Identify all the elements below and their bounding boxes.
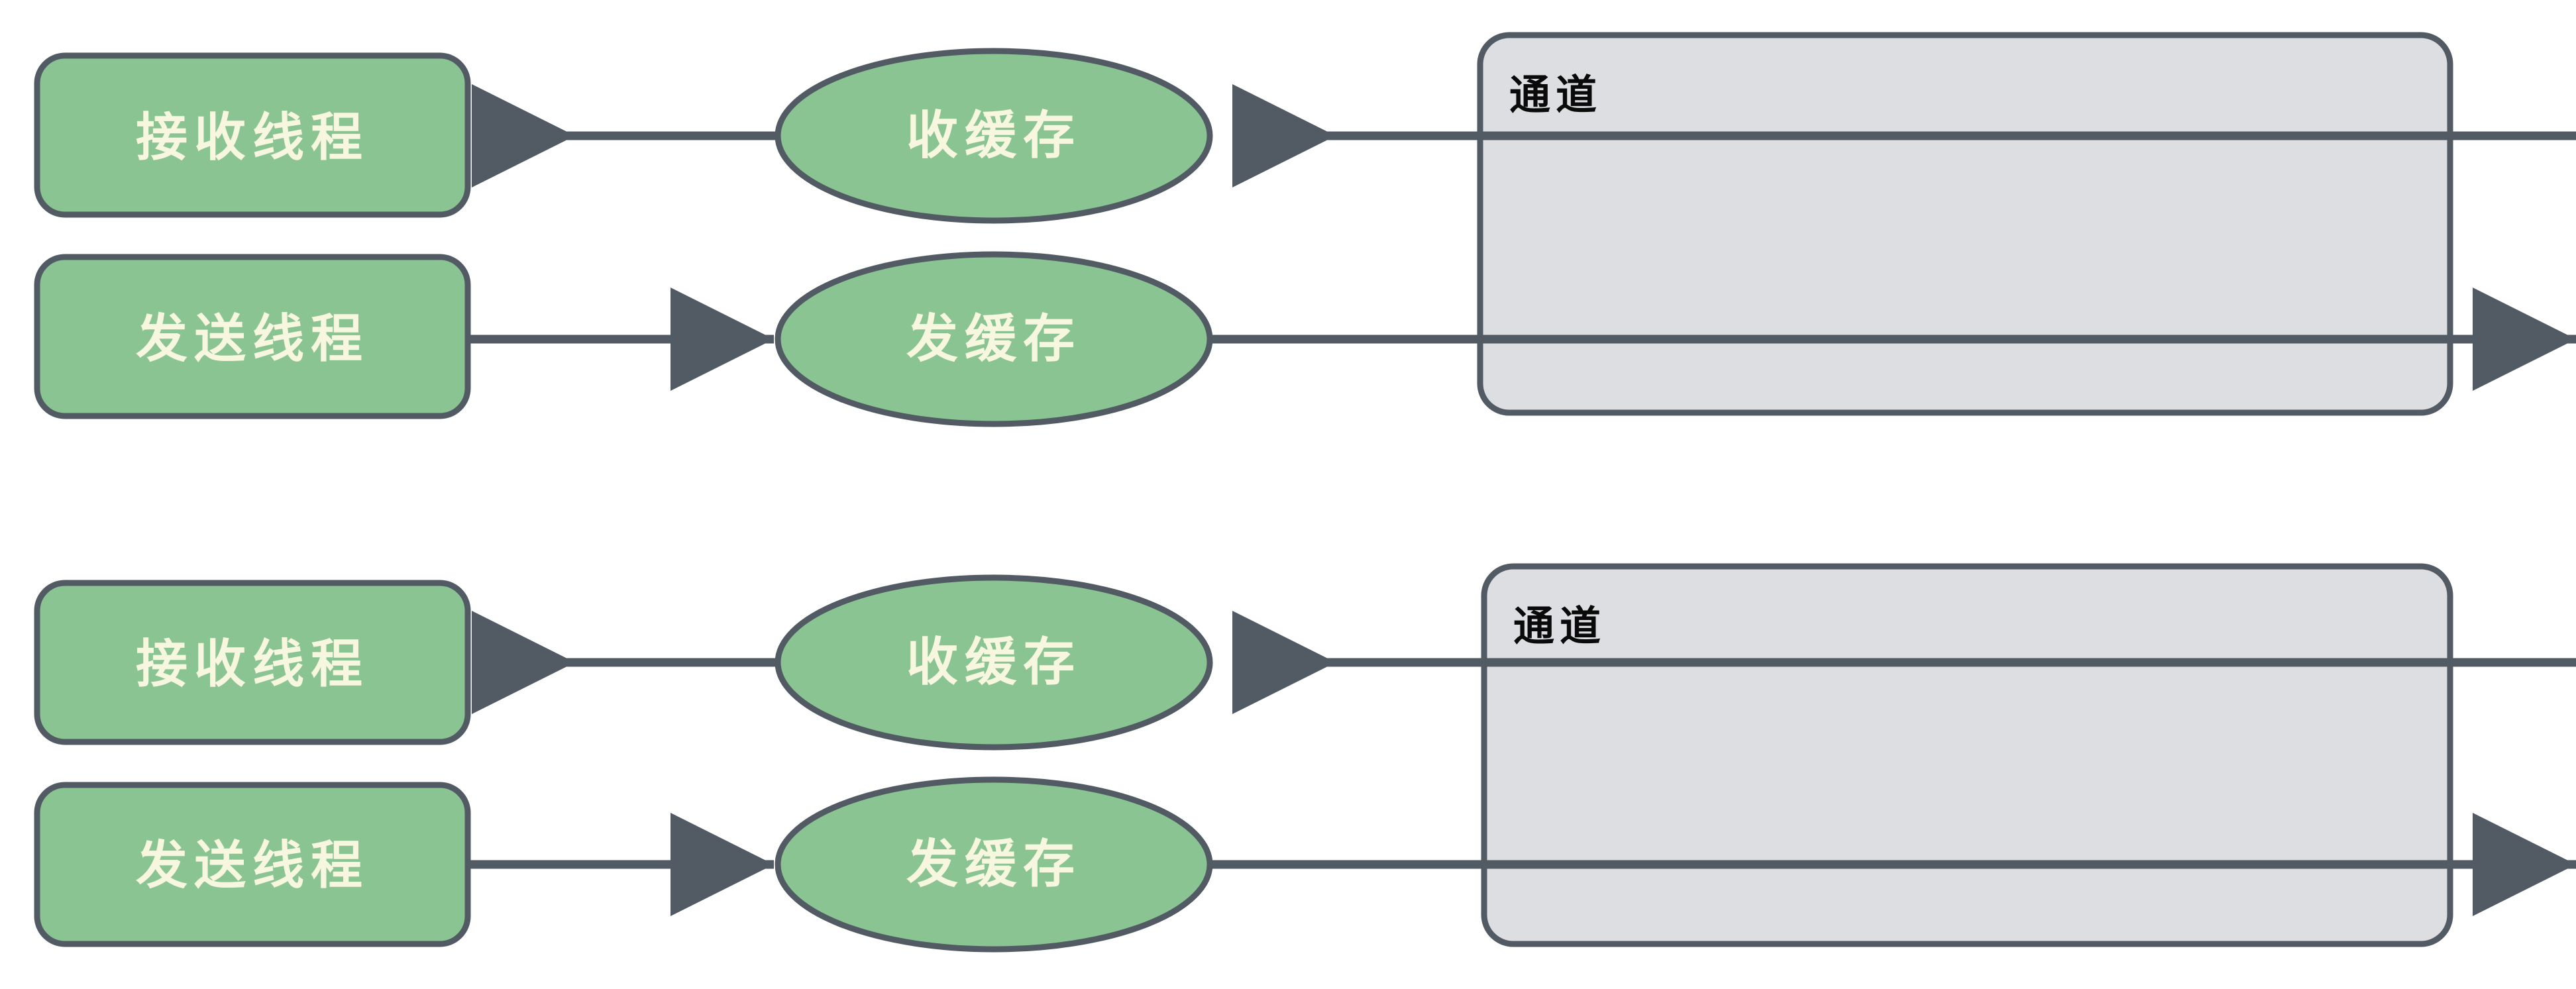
node-ellipse xyxy=(775,251,1213,427)
node-rect xyxy=(34,782,471,947)
node-label: 发送线程 xyxy=(136,836,369,896)
node-send-buffer-bottom[interactable]: 发缓存 xyxy=(775,776,1213,953)
node-label: 接收线程 xyxy=(136,635,369,694)
node-label: 发送线程 xyxy=(136,309,369,369)
node-rect xyxy=(34,580,471,745)
node-rect xyxy=(34,254,471,419)
node-receive-buffer-bottom[interactable]: 收缓存 xyxy=(775,574,1213,751)
node-send-thread-bottom[interactable]: 发送线程 xyxy=(34,782,471,947)
channel-box-bottom[interactable]: 通道 xyxy=(1481,563,2453,947)
node-label: 收缓存 xyxy=(906,633,1081,692)
node-send-thread-top[interactable]: 发送线程 xyxy=(34,254,471,419)
group-bottom: 通道 接收线程 发送线程 收缓存 发缓存 xyxy=(34,563,2576,953)
node-receive-thread-top[interactable]: 接收线程 xyxy=(34,52,471,218)
node-label: 发缓存 xyxy=(906,835,1081,894)
node-receive-buffer-top[interactable]: 收缓存 xyxy=(775,48,1213,224)
node-ellipse xyxy=(775,574,1213,751)
node-ellipse xyxy=(775,776,1213,953)
channel-rect xyxy=(1481,563,2453,947)
node-label: 收缓存 xyxy=(906,106,1081,166)
node-receive-thread-bottom[interactable]: 接收线程 xyxy=(34,580,471,745)
node-rect xyxy=(34,52,471,218)
channel-rect xyxy=(1477,32,2453,416)
channel-box-top[interactable]: 通道 xyxy=(1477,32,2453,416)
channel-label: 通道 xyxy=(1509,71,1602,119)
node-ellipse xyxy=(775,48,1213,224)
node-label: 发缓存 xyxy=(906,309,1081,369)
node-send-buffer-top[interactable]: 发缓存 xyxy=(775,251,1213,427)
group-top: 通道 接收线程 发送线程 收缓存 发缓存 xyxy=(34,32,2576,427)
node-label: 接收线程 xyxy=(136,108,369,168)
channel-label: 通道 xyxy=(1513,602,1606,651)
